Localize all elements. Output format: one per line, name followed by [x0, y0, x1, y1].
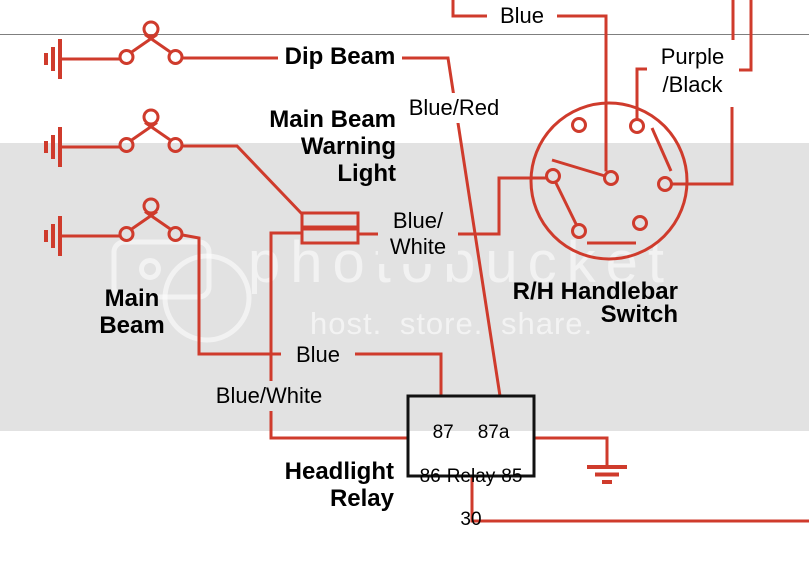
- dip-beam-wire: [62, 56, 502, 397]
- relay-earth-wire: [534, 436, 627, 484]
- handlebar-switch-symbol: [529, 101, 689, 261]
- relay-label: Relay: [446, 465, 496, 487]
- relay-supply-wire: [470, 476, 809, 523]
- main-beam-lamp-symbol: [118, 197, 184, 242]
- ground-symbol-dip: [44, 37, 62, 81]
- relay-pin-86: 86: [419, 465, 441, 487]
- switch-output-wire: [671, 98, 734, 186]
- warning-lamp-symbol: [118, 108, 184, 153]
- gray-band: [0, 143, 809, 431]
- blue-white-fuse-wire-label: Blue/White: [378, 205, 458, 264]
- relay-pin-87: 87: [432, 422, 454, 443]
- relay-pin-85: 85: [501, 465, 523, 487]
- relay-pin-30: 30: [460, 509, 482, 530]
- main-beam-wire: [62, 233, 443, 395]
- watermark-tagline-text: host. store. share.: [310, 306, 594, 341]
- warning-light-wire: [62, 144, 304, 216]
- ground-symbol-warning: [44, 125, 62, 169]
- blue-white-wire-label: Blue/White: [207, 381, 331, 411]
- relay-box: [406, 394, 536, 478]
- photobucket-camera-icon: [111, 239, 252, 343]
- blue-red-wire-label: Blue/Red: [402, 93, 506, 123]
- blue-mid-wire-label: Blue: [281, 341, 355, 369]
- ground-symbol-main: [44, 214, 62, 258]
- relay-pin-87a: 87a: [477, 422, 510, 443]
- dip-beam-label: Dip Beam: [278, 42, 402, 72]
- purple-black-wire-label: Purple/Black: [647, 40, 738, 107]
- blue-white-wire-to-relay: [269, 231, 407, 440]
- dip-beam-lamp-symbol: [118, 20, 184, 65]
- warning-light-fuse: [300, 211, 360, 245]
- purple-black-wire: [635, 0, 753, 120]
- blue-top-wire-label: Blue: [487, 1, 557, 31]
- divider-line: [0, 34, 809, 35]
